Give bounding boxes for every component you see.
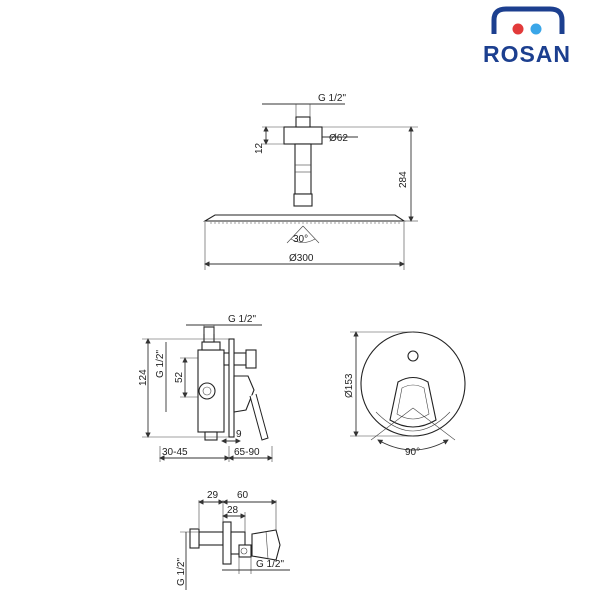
mixer-top-thread-label: G 1/2": [228, 314, 256, 325]
handle-angle-label: 90°: [405, 447, 420, 458]
shower-head-plate: [203, 214, 406, 222]
rosan-logo: ROSAN: [483, 6, 571, 67]
total-height-label: 284: [398, 171, 409, 188]
head-diameter-label: Ø300: [289, 253, 314, 264]
mixer-offset-label: 9: [236, 429, 242, 440]
side-port: [198, 382, 216, 400]
wall-outlet-drawing: 29 60 28 G 1/2" G 1/2": [176, 490, 290, 590]
shower-holder: [251, 529, 281, 561]
flange-height-label: 12: [254, 142, 265, 154]
flange-diameter-label: Ø62: [329, 133, 348, 144]
logo-wordmark: ROSAN: [483, 41, 571, 67]
outlet-bottom-thread-label: G 1/2": [256, 559, 284, 570]
mixer-side-drawing: G 1/2" 124 G 1/2" 52 9 30-45 65-90: [138, 314, 273, 462]
mixer-front-drawing: 90° Ø153: [344, 331, 466, 458]
outlet-side-thread-label: G 1/2": [176, 558, 187, 586]
wall-plate-side: [228, 338, 235, 438]
outlet-inlet-pipe: [198, 531, 224, 546]
shower-arm: [294, 143, 312, 195]
outlet-width-b-label: 60: [237, 490, 249, 501]
logo-blue-dot-icon: [530, 23, 542, 35]
ceiling-flange: [283, 126, 323, 145]
plate-diameter-label: Ø153: [344, 373, 355, 398]
outlet-wall-plate: [222, 521, 232, 565]
mixer-side-thread-label: G 1/2": [155, 350, 166, 378]
outlet-width-a-label: 29: [207, 490, 219, 501]
diverter-knob: [407, 350, 419, 362]
shower-thread-label: G 1/2": [318, 93, 346, 104]
logo-red-dot-icon: [512, 23, 524, 35]
mixer-lever-side: [233, 375, 255, 413]
logo-arch-icon: [491, 6, 565, 34]
mixer-height-label: 124: [138, 369, 149, 386]
shower-tilt-angle: 30°: [293, 234, 308, 245]
mixer-inner-height-label: 52: [174, 371, 185, 383]
outlet-width-c-label: 28: [227, 505, 239, 516]
mixer-projection-label: 65-90: [234, 447, 260, 458]
shower-head-drawing: 30° G 1/2" 12 Ø62 284 Ø300: [203, 93, 418, 270]
mixer-depth-label: 30-45: [162, 447, 188, 458]
